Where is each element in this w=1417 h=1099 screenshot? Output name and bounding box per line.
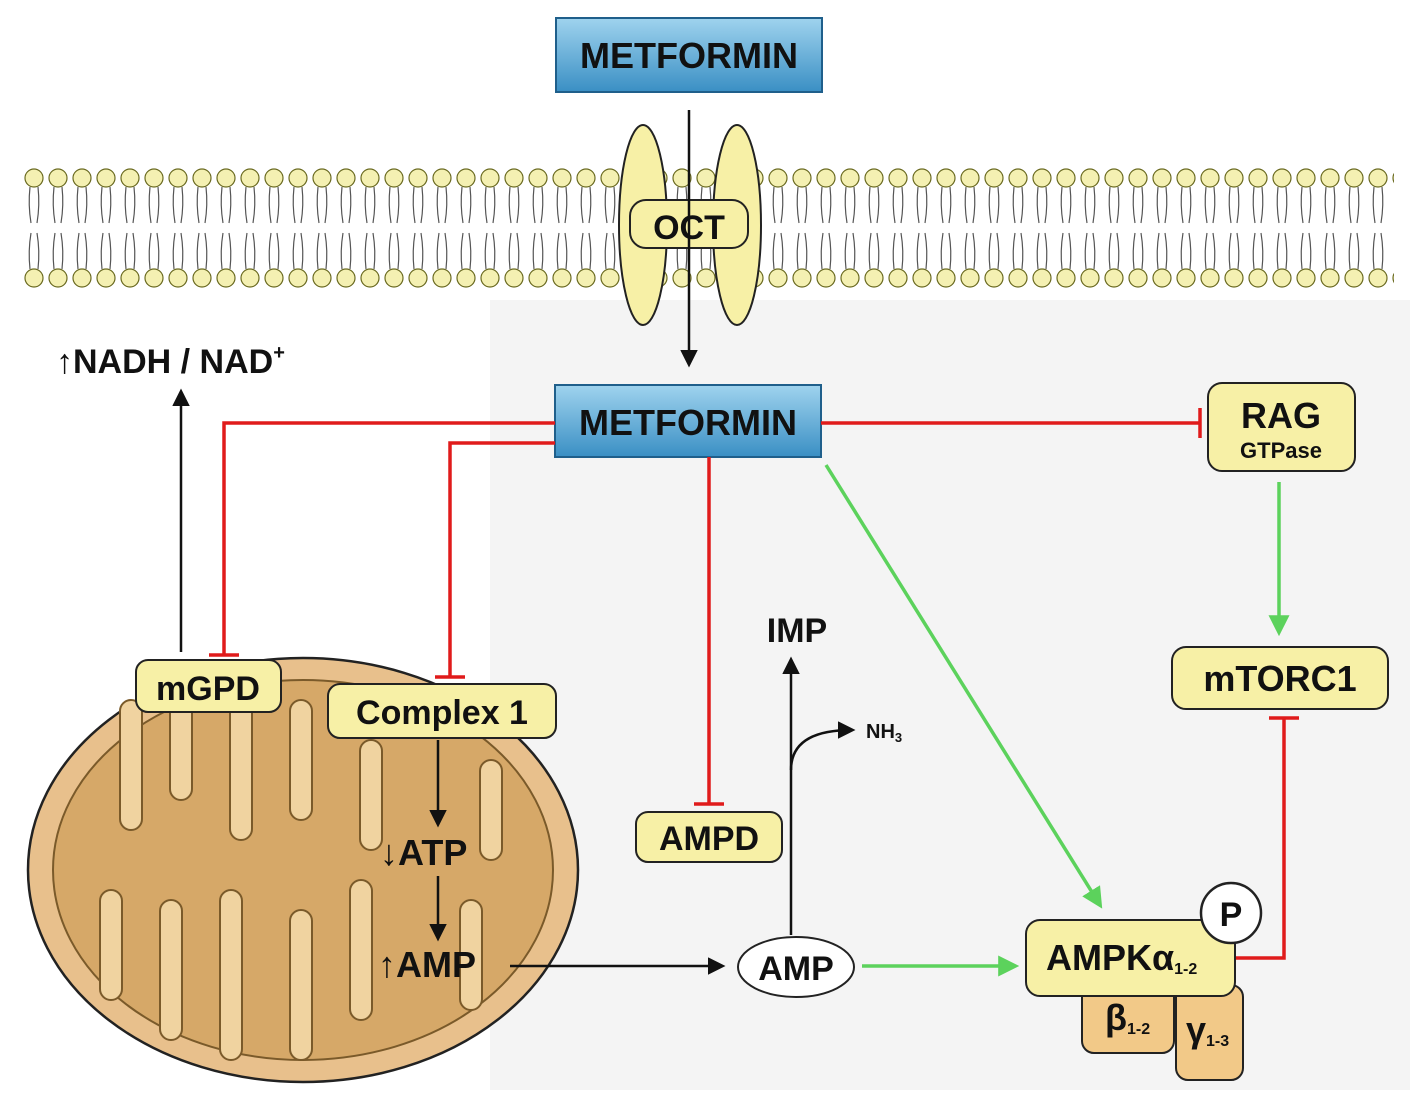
phospho-circle [1199,881,1263,945]
atp-label: ↓ATP [380,832,467,873]
ampd-label: AMPD [659,820,759,858]
oct-transporter: OCT [618,124,762,326]
ampk-alpha-box [1025,919,1236,997]
ampd-node: AMPD [635,811,783,863]
ampk-label: AMPKα1-2 [1046,937,1197,978]
rag-gtpase-node: RAG GTPase [1207,382,1356,472]
amp-node: AMP [737,936,855,998]
amp-up-label: ↑AMP [378,944,476,985]
amp-label: AMP [758,950,834,988]
mgpd-node: mGPD [135,659,282,713]
beta-label: β1-2 [1105,997,1150,1038]
inhibit-complex1 [448,441,555,677]
mtorc1-node: mTORC1 [1171,646,1389,710]
complex1-label: Complex 1 [356,694,528,732]
activation-arrows [824,464,1290,977]
ampk-complex: AMPKα1-2 β1-2 γ1-3 P [1025,881,1263,1081]
gamma-label: γ1-3 [1186,1009,1229,1050]
mtorc1-label: mTORC1 [1203,658,1356,699]
metformin-intracellular: METFORMIN [554,384,822,458]
inhibit-mtorc1 [1235,718,1286,960]
inhibition-lines [209,408,1299,960]
metformin-to-ampk [824,464,1103,909]
imp-label: IMP [767,612,827,650]
inhibit-mgpd [222,421,555,655]
metformin-extracellular: METFORMIN [555,17,823,93]
complex1-node: Complex 1 [327,683,557,739]
metformin-top-label: METFORMIN [580,35,798,76]
phospho-label: P [1220,896,1243,934]
mitochondrion-icon [26,656,580,1084]
mgpd-label: mGPD [156,670,260,708]
nadh-label: ↑NADH / NAD+ [56,342,285,381]
nh3-arrow [789,721,856,771]
rag-label: RAG [1241,395,1321,436]
gtpase-label: GTPase [1240,438,1322,463]
nh3-label: NH3 [866,721,902,745]
metformin-main-label: METFORMIN [579,402,797,443]
